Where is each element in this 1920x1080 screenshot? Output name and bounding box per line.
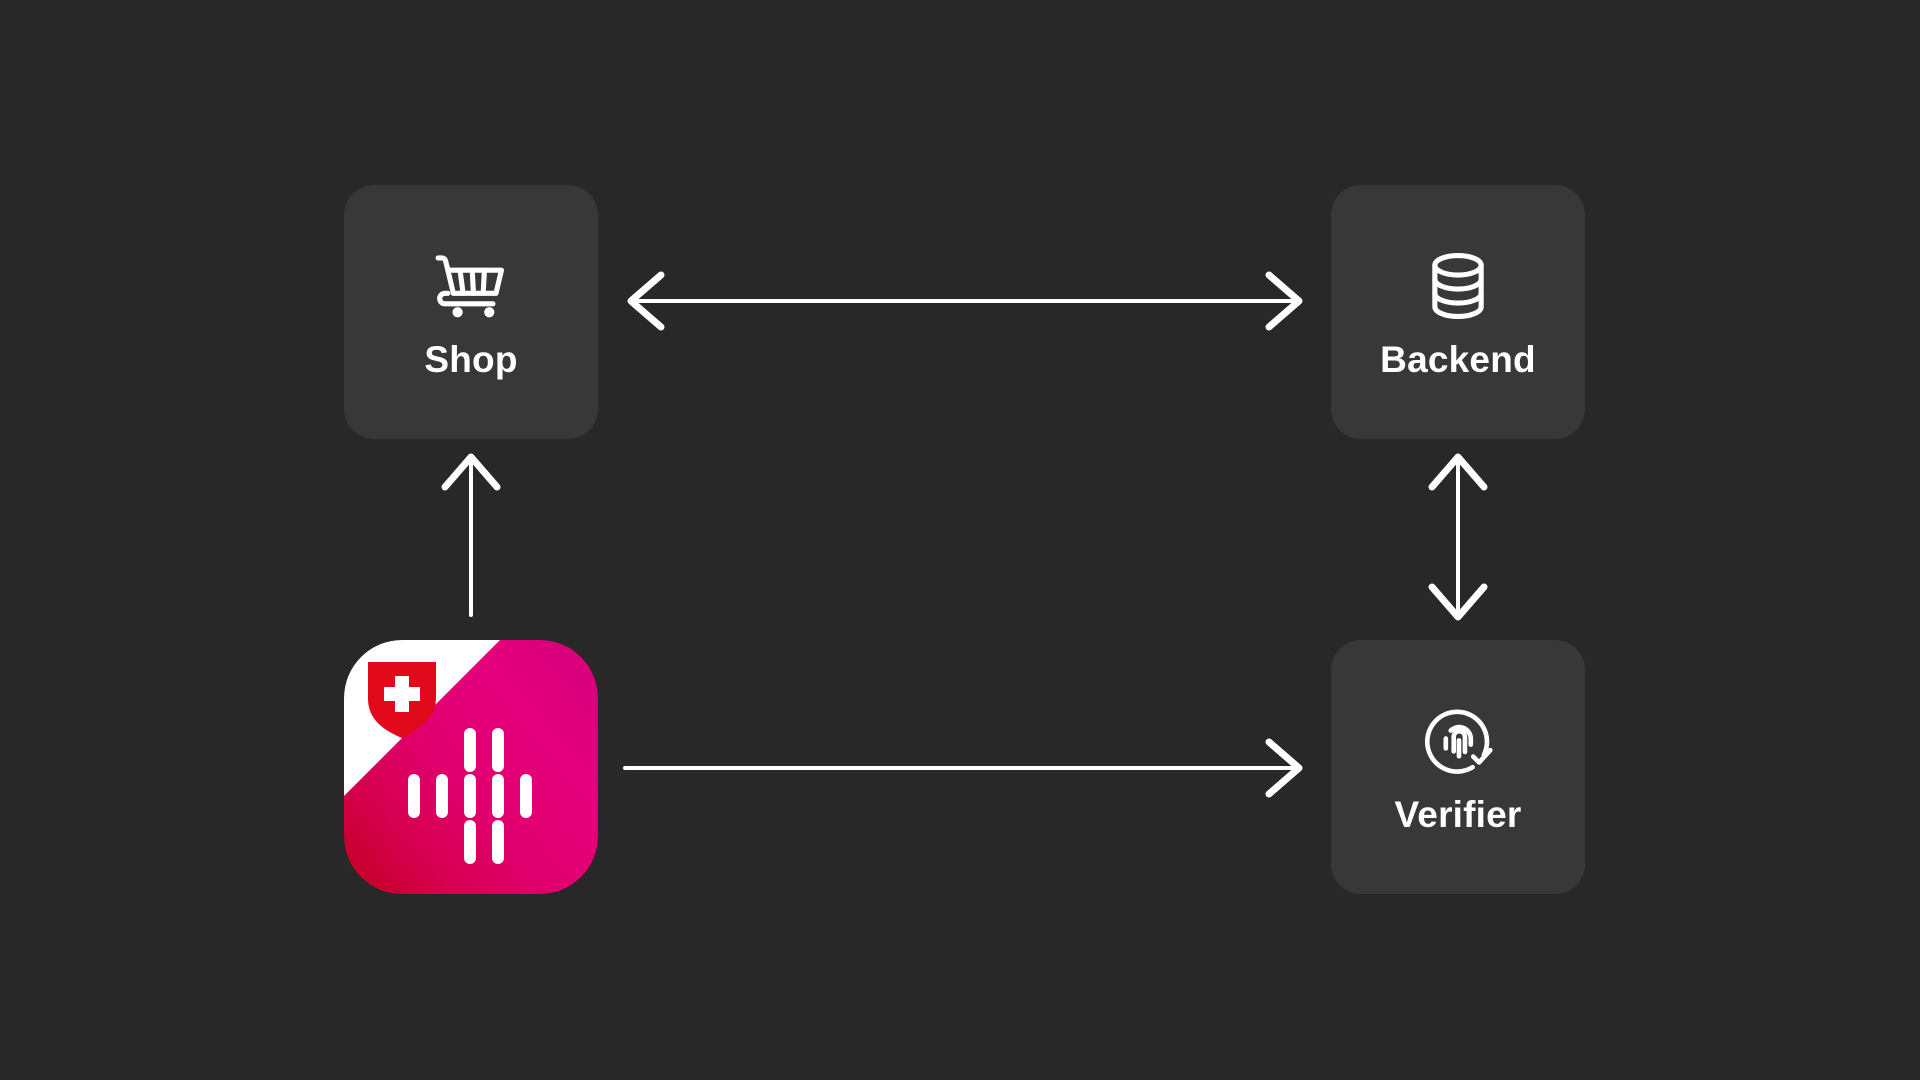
swiss-eid-app-icon[interactable]: [344, 640, 598, 894]
shopping-cart-icon: [432, 247, 510, 325]
node-label-shop: Shop: [424, 338, 518, 380]
fingerprint-verified-icon: [1419, 702, 1497, 780]
node-card-verifier[interactable]: Verifier: [1331, 640, 1585, 894]
connector-backend-verifier: [1428, 453, 1488, 621]
connector-shop-backend: [627, 271, 1303, 331]
node-label-verifier: Verifier: [1394, 793, 1522, 835]
node-label-backend: Backend: [1380, 338, 1536, 380]
database-icon: [1419, 247, 1497, 325]
swiyu-bar-pattern: [408, 728, 532, 864]
node-card-backend[interactable]: Backend: [1331, 185, 1585, 439]
connector-eid-app-verifier: [623, 738, 1303, 798]
connector-eid-app-shop: [441, 453, 501, 617]
swiss-shield-icon: [368, 662, 436, 738]
node-card-shop[interactable]: Shop: [344, 185, 598, 439]
